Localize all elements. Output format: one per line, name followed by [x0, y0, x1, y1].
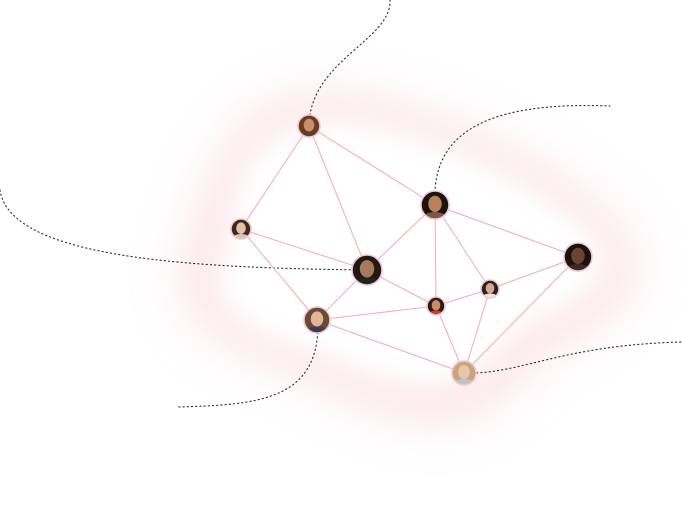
wire-bottom-right [463, 341, 682, 374]
person-avatar-icon [352, 255, 382, 285]
background-glow [183, 95, 635, 421]
edge-n6-n7 [489, 256, 579, 290]
avatar-ring [297, 114, 321, 138]
edge-n1-n4 [308, 125, 368, 271]
avatar-node-n7[interactable] [480, 279, 500, 303]
avatar-ring [230, 218, 252, 240]
person-avatar-icon [481, 280, 499, 298]
avatar-ring [420, 190, 450, 220]
person-avatar-icon [231, 219, 251, 239]
wire-top-right [434, 104, 611, 206]
edge-n1-n3 [308, 125, 436, 206]
wire-left [0, 189, 368, 271]
person-avatar-icon [304, 307, 330, 333]
avatar-ring [563, 242, 593, 272]
avatar-node-n3[interactable] [420, 190, 450, 227]
avatar-node-n1[interactable] [297, 114, 321, 144]
edge-n1-n2 [240, 125, 310, 230]
edge-n3-n8 [434, 204, 437, 307]
edge-n5-n8 [316, 305, 437, 321]
avatar-node-n2[interactable] [230, 218, 252, 245]
dotted-wires [0, 0, 682, 408]
avatar-node-n9[interactable] [451, 360, 477, 392]
person-avatar-icon [427, 297, 445, 315]
edge-n6-n9 [463, 256, 579, 374]
avatar-node-n5[interactable] [303, 306, 331, 341]
avatar-ring [480, 279, 500, 299]
avatar-ring [351, 254, 383, 286]
edge-n3-n6 [434, 204, 579, 258]
person-avatar-icon [452, 361, 476, 385]
edge-n3-n7 [434, 204, 491, 290]
avatar-ring [426, 296, 446, 316]
network-nodes [230, 114, 593, 392]
wire-bottom-left [175, 319, 319, 408]
edge-n2-n5 [240, 228, 318, 321]
avatar-ring [303, 306, 331, 334]
avatar-node-n6[interactable] [563, 242, 593, 279]
wire-top [308, 0, 391, 127]
avatar-node-n4[interactable] [351, 254, 383, 294]
edge-n2-n4 [240, 228, 368, 271]
person-avatar-icon [298, 115, 320, 137]
edge-n7-n9 [463, 288, 491, 374]
person-avatar-icon [564, 243, 592, 271]
avatar-node-n8[interactable] [426, 296, 446, 320]
avatar-ring [451, 360, 477, 386]
edge-n5-n9 [316, 319, 465, 374]
person-avatar-icon [421, 191, 449, 219]
